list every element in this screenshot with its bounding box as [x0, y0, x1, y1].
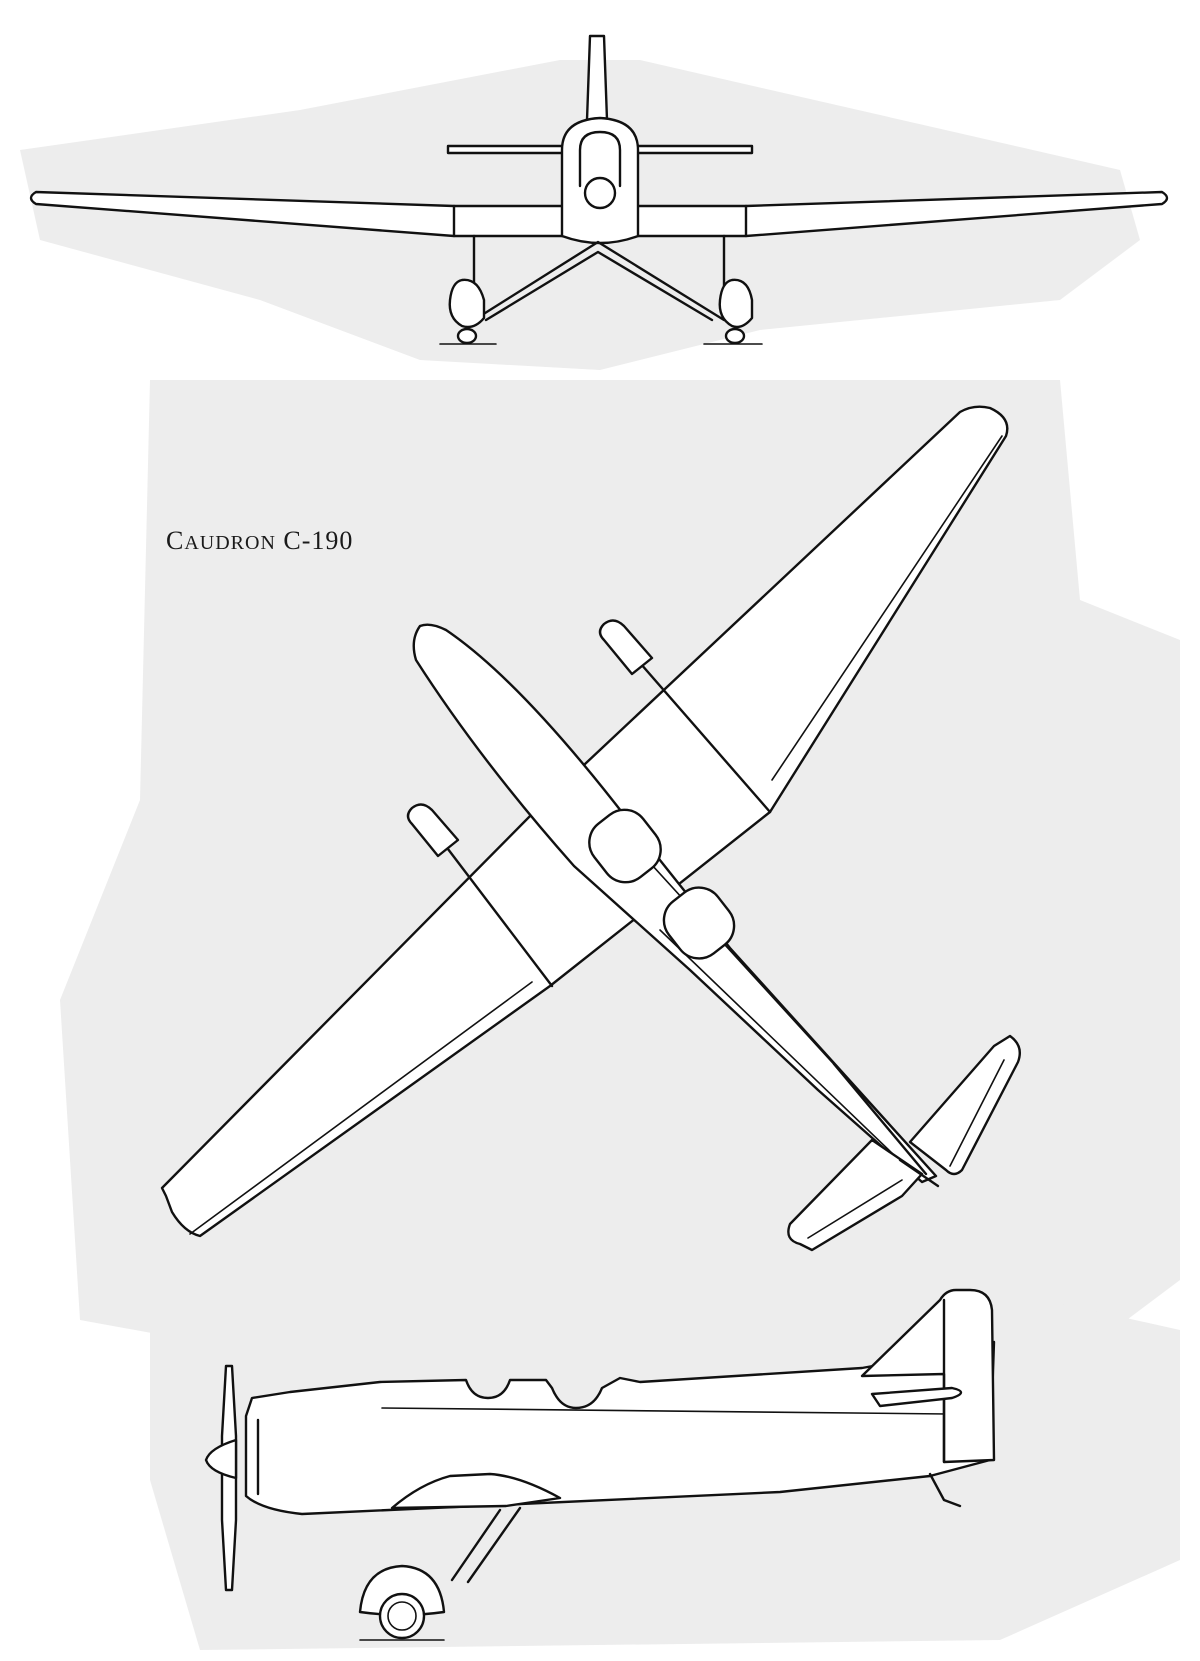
- side-wing-fairing: [390, 1472, 562, 1510]
- front-right-wheel-fairing: [718, 278, 754, 329]
- front-fin: [585, 34, 609, 122]
- front-cockpit: [588, 808, 662, 884]
- front-left-tire: [456, 327, 478, 345]
- side-gear-strut: [450, 1506, 522, 1584]
- side-fin: [860, 1288, 996, 1464]
- rear-cockpit: [662, 886, 736, 960]
- top-right-wheel-pant: [598, 619, 654, 676]
- title-initial: C: [166, 526, 185, 555]
- side-wheel: [378, 1592, 426, 1640]
- title-rest: audron: [184, 532, 276, 554]
- front-view: [29, 34, 1169, 345]
- spinner: [204, 1438, 238, 1480]
- side-view: [204, 1288, 996, 1641]
- title-designation: C-190: [283, 526, 354, 555]
- tailskid: [928, 1472, 962, 1508]
- top-tailplane: [908, 1034, 1021, 1176]
- side-fuselage: [244, 1340, 996, 1516]
- front-right-tire: [724, 327, 746, 345]
- aircraft-title: Caudron C-190: [166, 526, 353, 556]
- front-canopy: [578, 130, 622, 188]
- front-left-wheel-fairing: [448, 278, 486, 329]
- top-view: [160, 405, 1021, 1252]
- side-tailplane: [870, 1386, 963, 1408]
- top-left-wheel-pant: [406, 803, 460, 858]
- front-spinner: [583, 176, 617, 210]
